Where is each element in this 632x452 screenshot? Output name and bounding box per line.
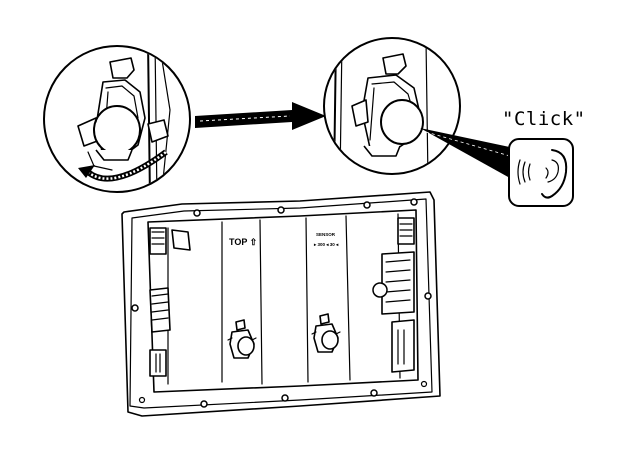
mounting-frame: TOP ⇧ SENSOR ▸ 300 ◂ 30 ◂ <box>121 191 441 417</box>
frame-small-label-1: SENSOR <box>316 232 336 237</box>
transition-arrow <box>195 102 326 130</box>
frame-clip-right <box>311 313 341 353</box>
frame-top-label: TOP ⇧ <box>229 237 257 247</box>
frame-clip-left <box>227 319 257 359</box>
right-side-clips <box>372 217 415 373</box>
screw-holes <box>131 198 432 408</box>
ear-icon <box>508 138 574 207</box>
click-sound-label: "Click" <box>502 108 586 130</box>
detail-circle-before <box>43 45 191 193</box>
click-sound-indicator: "Click" <box>420 108 586 178</box>
frame-small-label-2: ▸ 300 ◂ 30 ◂ <box>313 242 339 247</box>
detail-circle-after <box>323 37 461 175</box>
left-side-clips <box>149 227 191 377</box>
